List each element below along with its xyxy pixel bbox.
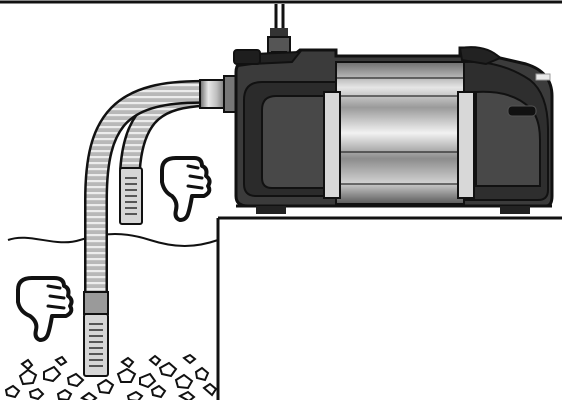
filler-cap — [233, 49, 261, 65]
garden-pump — [233, 46, 554, 214]
thumbs-down-icon — [16, 276, 74, 342]
hose-connector — [199, 75, 239, 113]
pump-handle-slot — [507, 105, 537, 117]
foundation-block — [216, 216, 562, 400]
gravel-bed — [4, 353, 218, 400]
suction-hose-long — [83, 79, 209, 377]
thumbs-down-icon — [160, 156, 212, 222]
foot-valve-strainer-lower — [83, 313, 109, 377]
water-surface — [7, 233, 219, 247]
